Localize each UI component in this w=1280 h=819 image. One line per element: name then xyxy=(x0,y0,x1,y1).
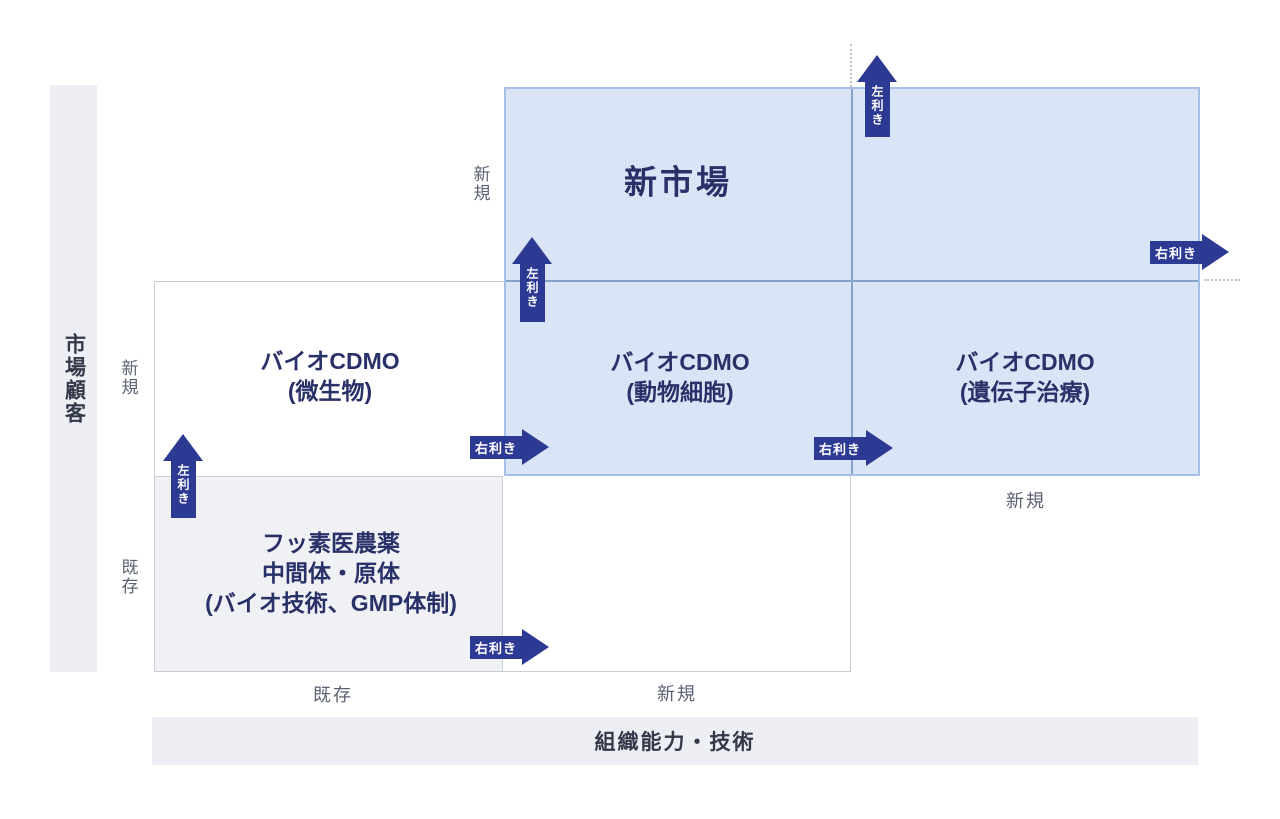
arrow-up-tail: 左利き xyxy=(519,264,545,322)
x-axis-title: 組織能力・技術 xyxy=(594,731,756,754)
arrow-right-head-icon xyxy=(522,429,550,465)
cell-bio-cdmo-animal-line1: バイオCDMO xyxy=(610,349,750,376)
cell-new-market: 新市場 xyxy=(624,163,732,201)
arrow-right-tail: 右利き xyxy=(814,436,867,460)
arrow-right-head-icon xyxy=(522,629,550,665)
cell-bio-cdmo-gene: バイオCDMO (遺伝子治療) xyxy=(955,348,1094,408)
arrow-right-tail: 右利き xyxy=(1150,240,1203,264)
cell-fluorine-pharma-line2: 中間体・原体 xyxy=(262,560,400,587)
arrow-label: 右利き xyxy=(475,440,518,456)
cell-bio-cdmo-gene-line2: (遺伝子治療) xyxy=(959,379,1091,405)
arrow-up-tail: 左利き xyxy=(170,461,196,518)
left-handed-arrow-blue-left: 左利き xyxy=(512,237,552,322)
cell-bio-cdmo-microbe-line2: (微生物) xyxy=(287,378,373,404)
right-handed-arrow-blue-edge: 右利き xyxy=(1150,234,1230,270)
left-handed-arrow-top: 左利き xyxy=(857,55,897,137)
arrow-up-head-icon xyxy=(512,237,552,264)
right-handed-arrow-gray-bottom: 右利き xyxy=(470,629,550,665)
x-axis-bar: 組織能力・技術 xyxy=(152,717,1198,765)
cell-bio-cdmo-animal: バイオCDMO (動物細胞) xyxy=(610,348,749,408)
x-label-new-right-col: 新規 xyxy=(1006,491,1046,511)
y-label-existing-row: 既存 xyxy=(118,558,138,596)
cell-bio-cdmo-gene-line1: バイオCDMO xyxy=(955,349,1095,376)
arrow-label: 左利き xyxy=(870,85,884,127)
arrow-right-head-icon xyxy=(1202,234,1230,270)
cell-bio-cdmo-microbe-line1: バイオCDMO xyxy=(260,348,400,375)
fluorine-cell-background xyxy=(155,476,503,671)
y-label-new-top-row: 新規 xyxy=(470,165,490,203)
right-handed-arrow-mid-right: 右利き xyxy=(814,430,894,466)
x-label-new-mid-col: 新規 xyxy=(657,684,697,704)
arrow-up-head-icon xyxy=(857,55,897,82)
right-handed-arrow-mid-left: 右利き xyxy=(470,429,550,465)
cell-fluorine-pharma-line3: (バイオ技術、GMP体制) xyxy=(205,589,457,616)
cell-bio-cdmo-animal-line2: (動物細胞) xyxy=(626,379,734,405)
arrow-right-head-icon xyxy=(866,430,894,466)
y-axis-bar: 市場顧客 xyxy=(50,85,97,672)
cell-fluorine-pharma: フッ素医農薬 中間体・原体 (バイオ技術、GMP体制) xyxy=(205,529,457,619)
left-handed-arrow-white-left: 左利き xyxy=(163,434,203,518)
cell-fluorine-pharma-line1: フッ素医農薬 xyxy=(262,530,400,557)
arrow-label: 左利き xyxy=(525,267,539,309)
arrow-up-head-icon xyxy=(163,434,203,461)
arrow-right-tail: 右利き xyxy=(470,435,523,459)
dotted-line-top xyxy=(850,44,852,87)
arrow-label: 左利き xyxy=(176,464,190,506)
y-label-new-mid-row: 新規 xyxy=(118,359,138,397)
arrow-up-tail: 左利き xyxy=(864,82,890,137)
arrow-label: 右利き xyxy=(475,640,518,656)
arrow-label: 右利き xyxy=(1155,245,1198,261)
cell-bio-cdmo-microbe: バイオCDMO (微生物) xyxy=(260,347,399,407)
arrow-label: 右利き xyxy=(819,441,862,457)
y-axis-title: 市場顧客 xyxy=(62,332,86,425)
arrow-right-tail: 右利き xyxy=(470,635,523,659)
x-label-existing-col: 既存 xyxy=(313,685,353,705)
dotted-line-right xyxy=(1204,279,1240,281)
blue-horizontal-divider xyxy=(506,280,1198,282)
